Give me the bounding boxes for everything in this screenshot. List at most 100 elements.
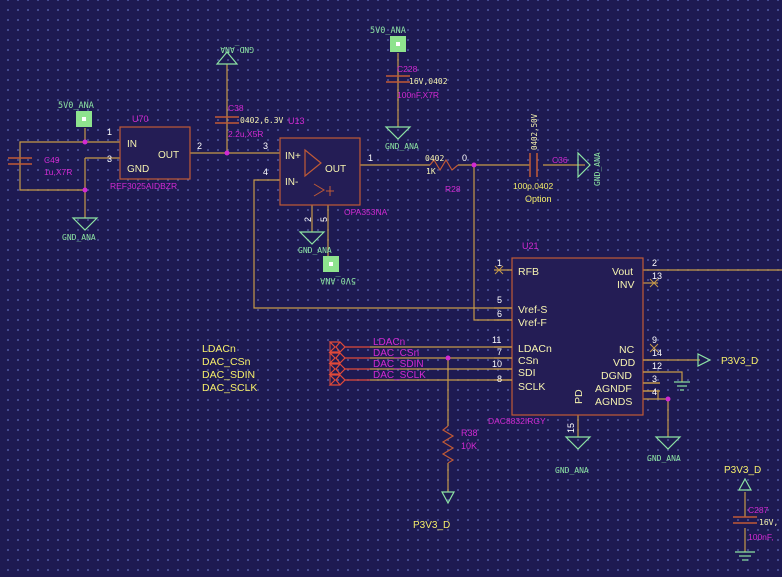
gnd-label: GND_ANA bbox=[647, 454, 681, 463]
u21-pin-vref-s: Vref-S bbox=[518, 304, 547, 316]
power-port-5v0-bottom[interactable]: 5V0_ANA bbox=[320, 256, 356, 285]
p3v3-label: P3V3_D bbox=[724, 465, 761, 476]
u21-pin-pd: PD bbox=[573, 389, 585, 404]
gnd-port-u21-pd[interactable]: GND_ANA bbox=[555, 436, 592, 475]
u13-ref: U13 bbox=[288, 116, 305, 126]
c287-value2: 100nF, bbox=[748, 532, 774, 542]
c38-value2: 2.2u,X5R bbox=[228, 129, 263, 139]
u13-pin-num-in-minus: 4 bbox=[263, 167, 268, 177]
c36-note: Option bbox=[525, 194, 552, 204]
u13-pin-in-plus: IN+ bbox=[285, 151, 301, 162]
gnd-label: GND_ANA bbox=[298, 246, 332, 255]
junction-dot bbox=[665, 396, 671, 402]
c287-capacitor[interactable]: C287 16V, 100nF, bbox=[733, 505, 778, 542]
c36-value2: 100p,0402 bbox=[513, 181, 553, 191]
u21-pin-sclk: SCLK bbox=[518, 381, 545, 393]
c228-capacitor[interactable]: C228 16V,0402 100nF,X7R bbox=[386, 64, 448, 100]
u21-pin-num-4: 4 bbox=[652, 387, 657, 397]
u13-opamp[interactable]: U13 OPA353NA IN+ IN- OUT 3 4 1 2 5 bbox=[263, 116, 388, 222]
junction-dot bbox=[224, 150, 230, 156]
r28-value2: 1K bbox=[426, 167, 436, 176]
r28-ref: R28 bbox=[445, 184, 461, 194]
net-port-sclk-arrow bbox=[328, 374, 346, 386]
gnd-port-c49[interactable]: GND_ANA bbox=[62, 217, 99, 242]
gnd-port-c228[interactable]: GND_ANA bbox=[384, 126, 419, 151]
u21-pin-agndf: AGNDF bbox=[595, 383, 632, 395]
r28-resistor[interactable]: 0402 1K R28 0 bbox=[425, 153, 467, 194]
u70-pin-gnd: GND bbox=[127, 164, 149, 175]
r38-value: 10K bbox=[461, 441, 477, 451]
c287-ref: C287 bbox=[748, 505, 769, 515]
gnd-label: GND_ANA bbox=[220, 45, 254, 54]
u21-pin-num-2: 2 bbox=[652, 258, 657, 268]
u70-pin-num-in: 1 bbox=[107, 127, 112, 137]
u21-pin-num-8: 8 bbox=[497, 374, 502, 384]
u21-dac[interactable]: U21 DAC8832IRGY RFB Vref-S Vref-F LDACn … bbox=[488, 241, 662, 433]
u21-pin-num-7: 7 bbox=[497, 347, 502, 357]
u21-pin-sdi: SDI bbox=[518, 367, 536, 379]
u21-pin-agnds: AGNDS bbox=[595, 396, 632, 408]
gnd-port-u13[interactable]: GND_ANA bbox=[298, 231, 332, 255]
net-port-dac-sclk: DAC_SCLK bbox=[373, 370, 426, 381]
c49-value: 1u,X7R bbox=[44, 167, 72, 177]
c36-capacitor[interactable]: C36 0402,50V 100p,0402 Option bbox=[513, 113, 568, 204]
u70-regulator[interactable]: U70 REF3025AIDBZR IN GND OUT 1 3 2 bbox=[107, 114, 202, 191]
c228-value1: 16V,0402 bbox=[409, 77, 448, 86]
p3v3-port-r38[interactable]: P3V3_D bbox=[413, 491, 456, 531]
net-list-ldacn: LDACn bbox=[202, 343, 236, 355]
u21-pin-num-6: 6 bbox=[497, 309, 502, 319]
net-port-sdin-arrow bbox=[328, 363, 346, 375]
u21-pin-csn: CSn bbox=[518, 355, 539, 367]
c228-ref: C228 bbox=[397, 64, 418, 74]
gnd-label: GND_ANA bbox=[62, 233, 96, 242]
net-port-dac-sdin: DAC_SDIN bbox=[373, 359, 424, 370]
net-ports[interactable] bbox=[328, 341, 370, 386]
u21-pin-dgnd: DGND bbox=[601, 370, 632, 382]
net-port-dac-csn: DAC_CSn bbox=[373, 348, 419, 359]
junction-dot bbox=[471, 162, 477, 168]
junction-dot bbox=[82, 187, 88, 193]
u21-pin-num-10: 10 bbox=[492, 359, 502, 369]
r28-value1: 0402 bbox=[425, 154, 444, 163]
gnd-port-top[interactable]: GND_ANA bbox=[215, 45, 254, 65]
power-port-5v0-top-left[interactable]: 5V0_ANA bbox=[58, 101, 94, 127]
c36-value1: 0402,50V bbox=[530, 113, 539, 150]
u21-pin-ldacn: LDACn bbox=[518, 343, 552, 355]
net-port-ldacn-arrow bbox=[328, 341, 346, 353]
net-port-csn-arrow bbox=[328, 352, 346, 364]
gnd-label: GND_ANA bbox=[385, 142, 419, 151]
c49-ref: C49 bbox=[44, 155, 60, 165]
p3v3-port-vdd[interactable]: P3V3_D bbox=[697, 353, 758, 367]
u21-pin-rfb: RFB bbox=[518, 266, 539, 278]
gnd-port-u21-agnd[interactable]: GND_ANA bbox=[647, 436, 682, 463]
u13-pin-num-in-plus: 3 bbox=[263, 141, 268, 151]
junction-dot bbox=[445, 355, 451, 361]
c36-ref: C36 bbox=[552, 155, 568, 165]
u21-pin-num-5: 5 bbox=[497, 295, 502, 305]
p3v3-port-right[interactable]: P3V3_D bbox=[724, 465, 761, 491]
u13-value: OPA353NA bbox=[344, 207, 388, 217]
earth-ground-c287[interactable] bbox=[735, 551, 755, 561]
r38-resistor[interactable]: R38 10K bbox=[441, 425, 478, 464]
u13-pin-num-vminus: 2 bbox=[303, 217, 313, 222]
junction-dot bbox=[82, 139, 88, 145]
gnd-port-c36[interactable]: GND_ANA bbox=[577, 151, 602, 186]
u21-pin-inv: INV bbox=[617, 279, 635, 291]
earth-ground-dgnd[interactable] bbox=[674, 381, 690, 391]
c38-value1: 0402,6.3V bbox=[240, 116, 284, 125]
c38-capacitor[interactable]: C38 0402,6.3V 2.2u,X5R bbox=[215, 103, 284, 139]
gnd-label: GND_ANA bbox=[555, 466, 589, 475]
c49-capacitor[interactable]: C49 1u,X7R bbox=[8, 155, 72, 177]
c287-value1: 16V, bbox=[759, 518, 778, 527]
u21-pin-num-3: 3 bbox=[652, 374, 657, 384]
u21-pin-num-1: 1 bbox=[497, 258, 502, 268]
power-label: 5V0_ANA bbox=[320, 275, 356, 285]
r38-ref: R38 bbox=[461, 428, 478, 438]
net-list-dac-sdin: DAC_SDIN bbox=[202, 369, 255, 381]
power-port-5v0-top-mid[interactable]: 5V0_ANA bbox=[370, 26, 406, 52]
c38-ref: C38 bbox=[228, 103, 244, 113]
p3v3-label: P3V3_D bbox=[721, 356, 758, 367]
c228-value2: 100nF,X7R bbox=[397, 90, 439, 100]
